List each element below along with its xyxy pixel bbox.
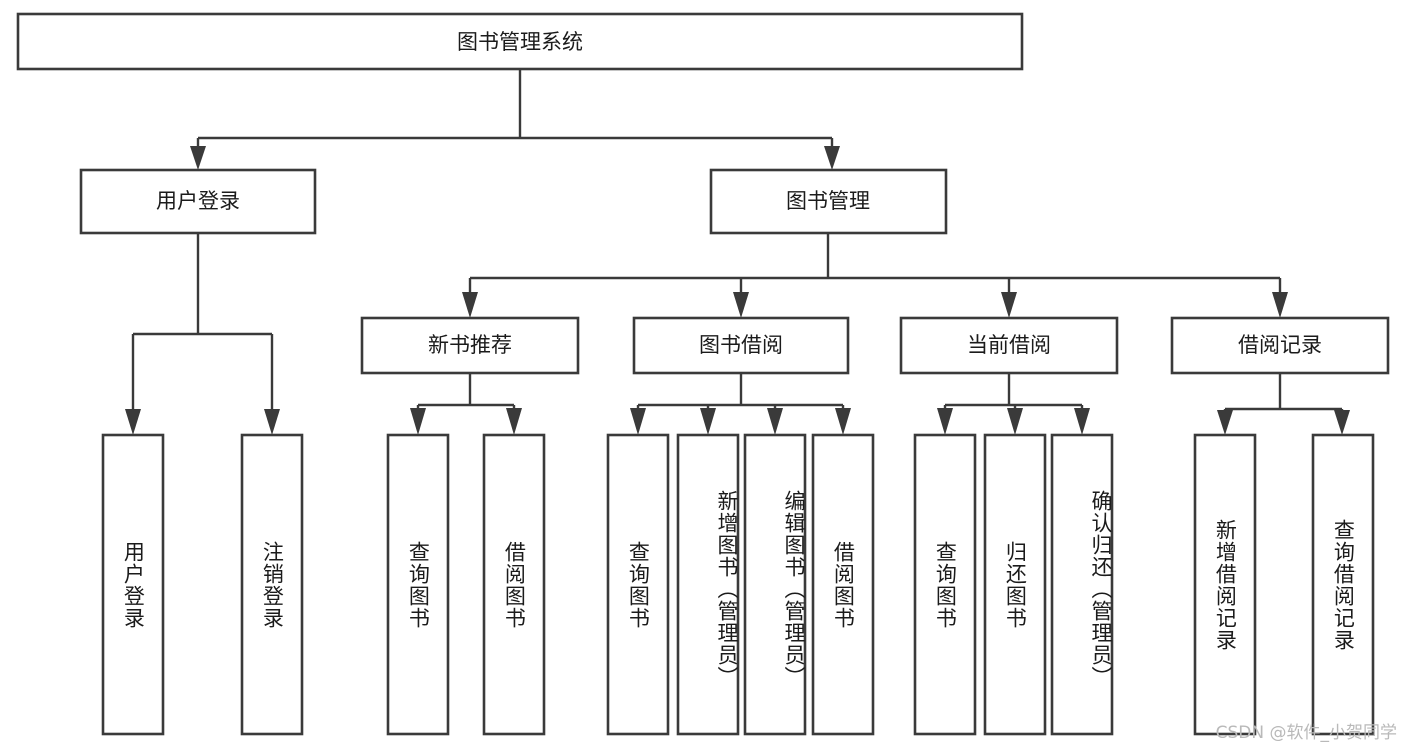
node-leaf-box[interactable]	[743, 433, 807, 736]
node-current-borrow-label: 当前借阅	[967, 333, 1051, 357]
node-borrow-record[interactable]: 借阅记录	[1170, 316, 1390, 375]
connector-group-borrow-record	[1217, 373, 1350, 435]
arrow-head-icon	[630, 408, 646, 435]
connector-group-user-login	[125, 233, 280, 435]
arrow-head-icon	[1334, 410, 1350, 435]
connector-group-book-management	[462, 233, 1288, 318]
arrow-head-icon	[506, 408, 522, 435]
node-borrow-record-label: 借阅记录	[1238, 333, 1322, 357]
node-leaf-box[interactable]	[386, 433, 450, 736]
arrow-head-icon	[733, 292, 749, 318]
node-user-login[interactable]: 用户登录	[79, 168, 317, 235]
node-leaf-box[interactable]	[811, 433, 875, 736]
arrow-head-icon	[410, 408, 426, 435]
arrow-head-icon	[1001, 292, 1017, 318]
node-borrow-record-box[interactable]	[1170, 316, 1390, 375]
node-leaf-box[interactable]	[101, 433, 165, 736]
arrow-head-icon	[1217, 410, 1233, 435]
connector-group-new-book-recommend	[410, 373, 522, 435]
node-current-borrow[interactable]: 当前借阅	[899, 316, 1119, 375]
arrow-head-icon	[937, 408, 953, 435]
node-leaf-box[interactable]	[983, 433, 1047, 736]
node-current-borrow-box[interactable]	[899, 316, 1119, 375]
arrow-head-icon	[835, 408, 851, 435]
leaf-boxes	[101, 433, 1375, 736]
arrow-head-icon	[462, 292, 478, 318]
arrow-head-icon	[1007, 408, 1023, 435]
arrow-head-icon	[125, 409, 141, 435]
node-user-login-label: 用户登录	[156, 189, 240, 213]
node-book-management-box[interactable]	[709, 168, 948, 235]
arrow-head-icon	[190, 146, 206, 170]
node-book-borrow[interactable]: 图书借阅	[632, 316, 850, 375]
connector-group-current-borrow	[937, 373, 1090, 435]
node-leaf-box[interactable]	[606, 433, 670, 736]
node-leaf-box[interactable]	[1193, 433, 1257, 736]
node-root-box[interactable]	[16, 12, 1024, 71]
node-leaf-box[interactable]	[913, 433, 977, 736]
node-leaf-box[interactable]	[1311, 433, 1375, 736]
node-leaf-box[interactable]	[676, 433, 740, 736]
arrow-head-icon	[700, 408, 716, 435]
arrow-head-icon	[1074, 408, 1090, 435]
node-book-borrow-label: 图书借阅	[699, 333, 783, 357]
connector-group-book-borrow	[630, 373, 851, 435]
arrow-head-icon	[264, 409, 280, 435]
node-book-management-label: 图书管理	[786, 189, 870, 213]
arrow-head-icon	[767, 408, 783, 435]
arrow-head-icon	[824, 146, 840, 170]
node-leaf-box[interactable]	[240, 433, 304, 736]
node-new-book-recommend-box[interactable]	[360, 316, 580, 375]
node-book-management[interactable]: 图书管理	[709, 168, 948, 235]
node-leaf-box[interactable]	[482, 433, 546, 736]
node-root[interactable]: 图书管理系统	[16, 12, 1024, 71]
connector-group-root	[190, 69, 840, 170]
watermark-text: CSDN @软件_小贺同学	[1215, 723, 1397, 743]
node-root-label: 图书管理系统	[457, 30, 583, 54]
node-book-borrow-box[interactable]	[632, 316, 850, 375]
node-leaf-box[interactable]	[1050, 433, 1114, 736]
node-new-book-recommend[interactable]: 新书推荐	[360, 316, 580, 375]
arrow-head-icon	[1272, 292, 1288, 318]
node-new-book-recommend-label: 新书推荐	[428, 333, 512, 357]
node-user-login-box[interactable]	[79, 168, 317, 235]
